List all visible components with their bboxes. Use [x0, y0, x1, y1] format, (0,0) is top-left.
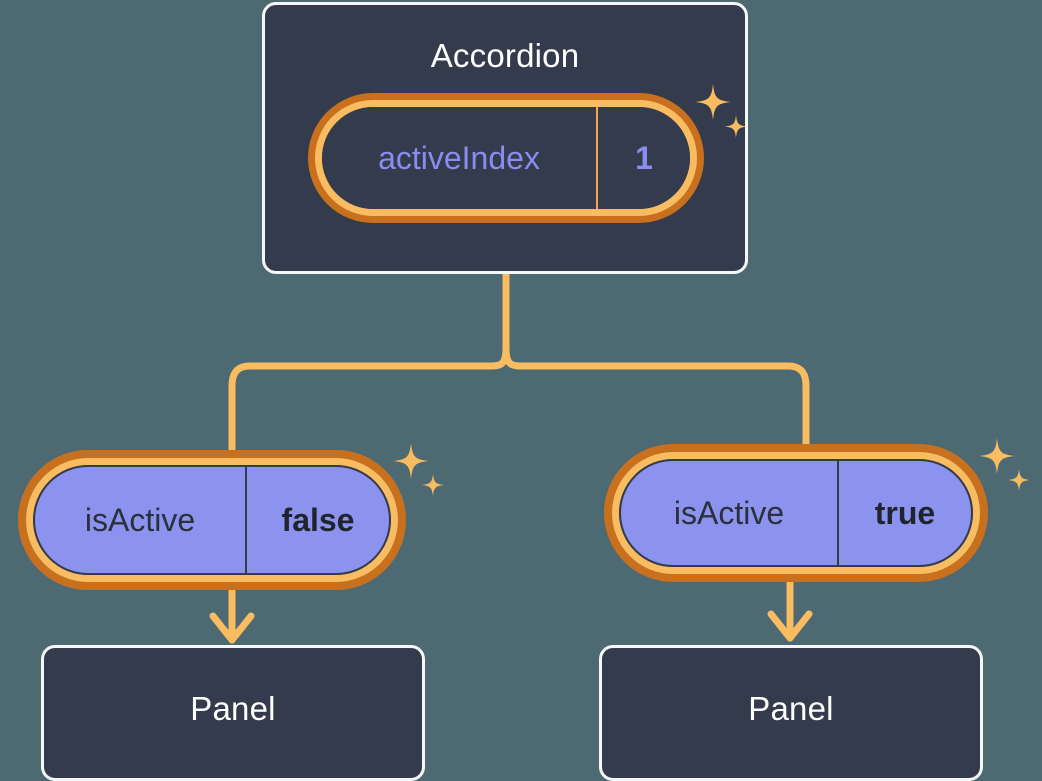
sparkle-star-large-icon [393, 443, 429, 479]
isactive-right-value-label: true [874, 494, 936, 531]
isactive-left-state-pill[interactable]: isActive false [33, 465, 391, 575]
panel-component-box-left[interactable]: Panel [41, 645, 425, 781]
sparkle-star-small-icon [422, 474, 444, 496]
sparkle-star-small-icon [1008, 469, 1030, 491]
sparkle-star-large-icon [979, 438, 1015, 474]
isactive-left-value-label: false [281, 501, 355, 538]
arrowhead-left-panel [209, 612, 255, 644]
isactive-right-state-pill[interactable]: isActive true [619, 459, 973, 567]
panel-component-box-right[interactable]: Panel [599, 645, 983, 781]
isactive-right-pill-ring-inner [612, 452, 980, 574]
connector-split-right [502, 344, 810, 452]
isactive-left-key-label: isActive [35, 467, 247, 573]
arrowhead-right-panel [767, 610, 813, 642]
isactive-right-pill-ring-outer [604, 444, 988, 582]
activeindex-value-label: 1 [635, 139, 653, 176]
panel-left-title: Panel [190, 690, 276, 727]
activeindex-key-label: activeIndex [322, 107, 598, 209]
activeindex-pill-ring-inner [315, 100, 697, 216]
accordion-title: Accordion [430, 37, 580, 74]
isactive-right-key-label: isActive [621, 461, 839, 565]
activeindex-pill-ring-outer [308, 93, 704, 223]
isactive-left-pill-ring-outer [18, 450, 406, 590]
isactive-left-pill-ring-inner [26, 458, 398, 582]
panel-right-title: Panel [748, 690, 834, 727]
activeindex-state-pill[interactable]: activeIndex 1 [322, 107, 690, 209]
connector-split-left [228, 344, 510, 456]
